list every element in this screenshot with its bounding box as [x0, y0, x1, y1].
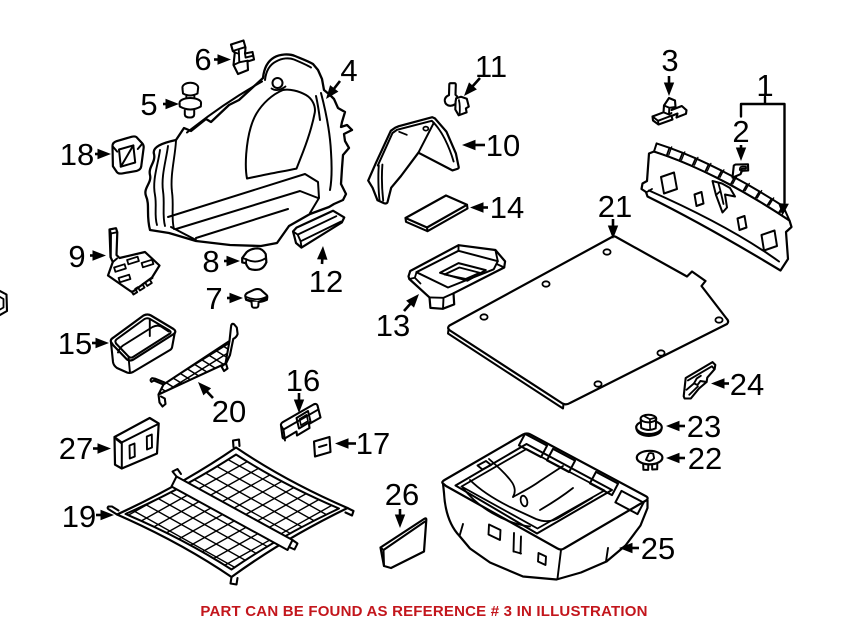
svg-text:PART CAN BE FOUND AS REFERENCE: PART CAN BE FOUND AS REFERENCE # 3 IN IL… — [200, 603, 647, 620]
svg-text:23: 23 — [687, 409, 721, 444]
svg-text:10: 10 — [486, 128, 520, 163]
svg-text:8: 8 — [202, 244, 219, 279]
svg-text:26: 26 — [385, 477, 419, 512]
svg-text:7: 7 — [205, 281, 222, 316]
svg-text:21: 21 — [598, 189, 632, 224]
svg-text:22: 22 — [688, 441, 722, 476]
svg-text:25: 25 — [641, 531, 675, 566]
svg-text:1: 1 — [756, 68, 773, 103]
svg-text:27: 27 — [59, 431, 93, 466]
svg-text:20: 20 — [212, 394, 246, 429]
svg-text:9: 9 — [68, 239, 85, 274]
svg-text:19: 19 — [62, 499, 96, 534]
svg-text:2: 2 — [732, 114, 749, 149]
svg-text:15: 15 — [58, 326, 92, 361]
svg-text:12: 12 — [309, 264, 343, 299]
svg-text:5: 5 — [140, 87, 157, 122]
svg-text:24: 24 — [730, 367, 764, 402]
svg-text:17: 17 — [356, 426, 390, 461]
svg-text:3: 3 — [661, 43, 678, 78]
svg-text:16: 16 — [286, 363, 320, 398]
svg-text:18: 18 — [60, 137, 94, 172]
svg-text:13: 13 — [376, 308, 410, 343]
svg-text:14: 14 — [490, 190, 524, 225]
svg-text:6: 6 — [194, 42, 211, 77]
svg-text:4: 4 — [340, 53, 357, 88]
